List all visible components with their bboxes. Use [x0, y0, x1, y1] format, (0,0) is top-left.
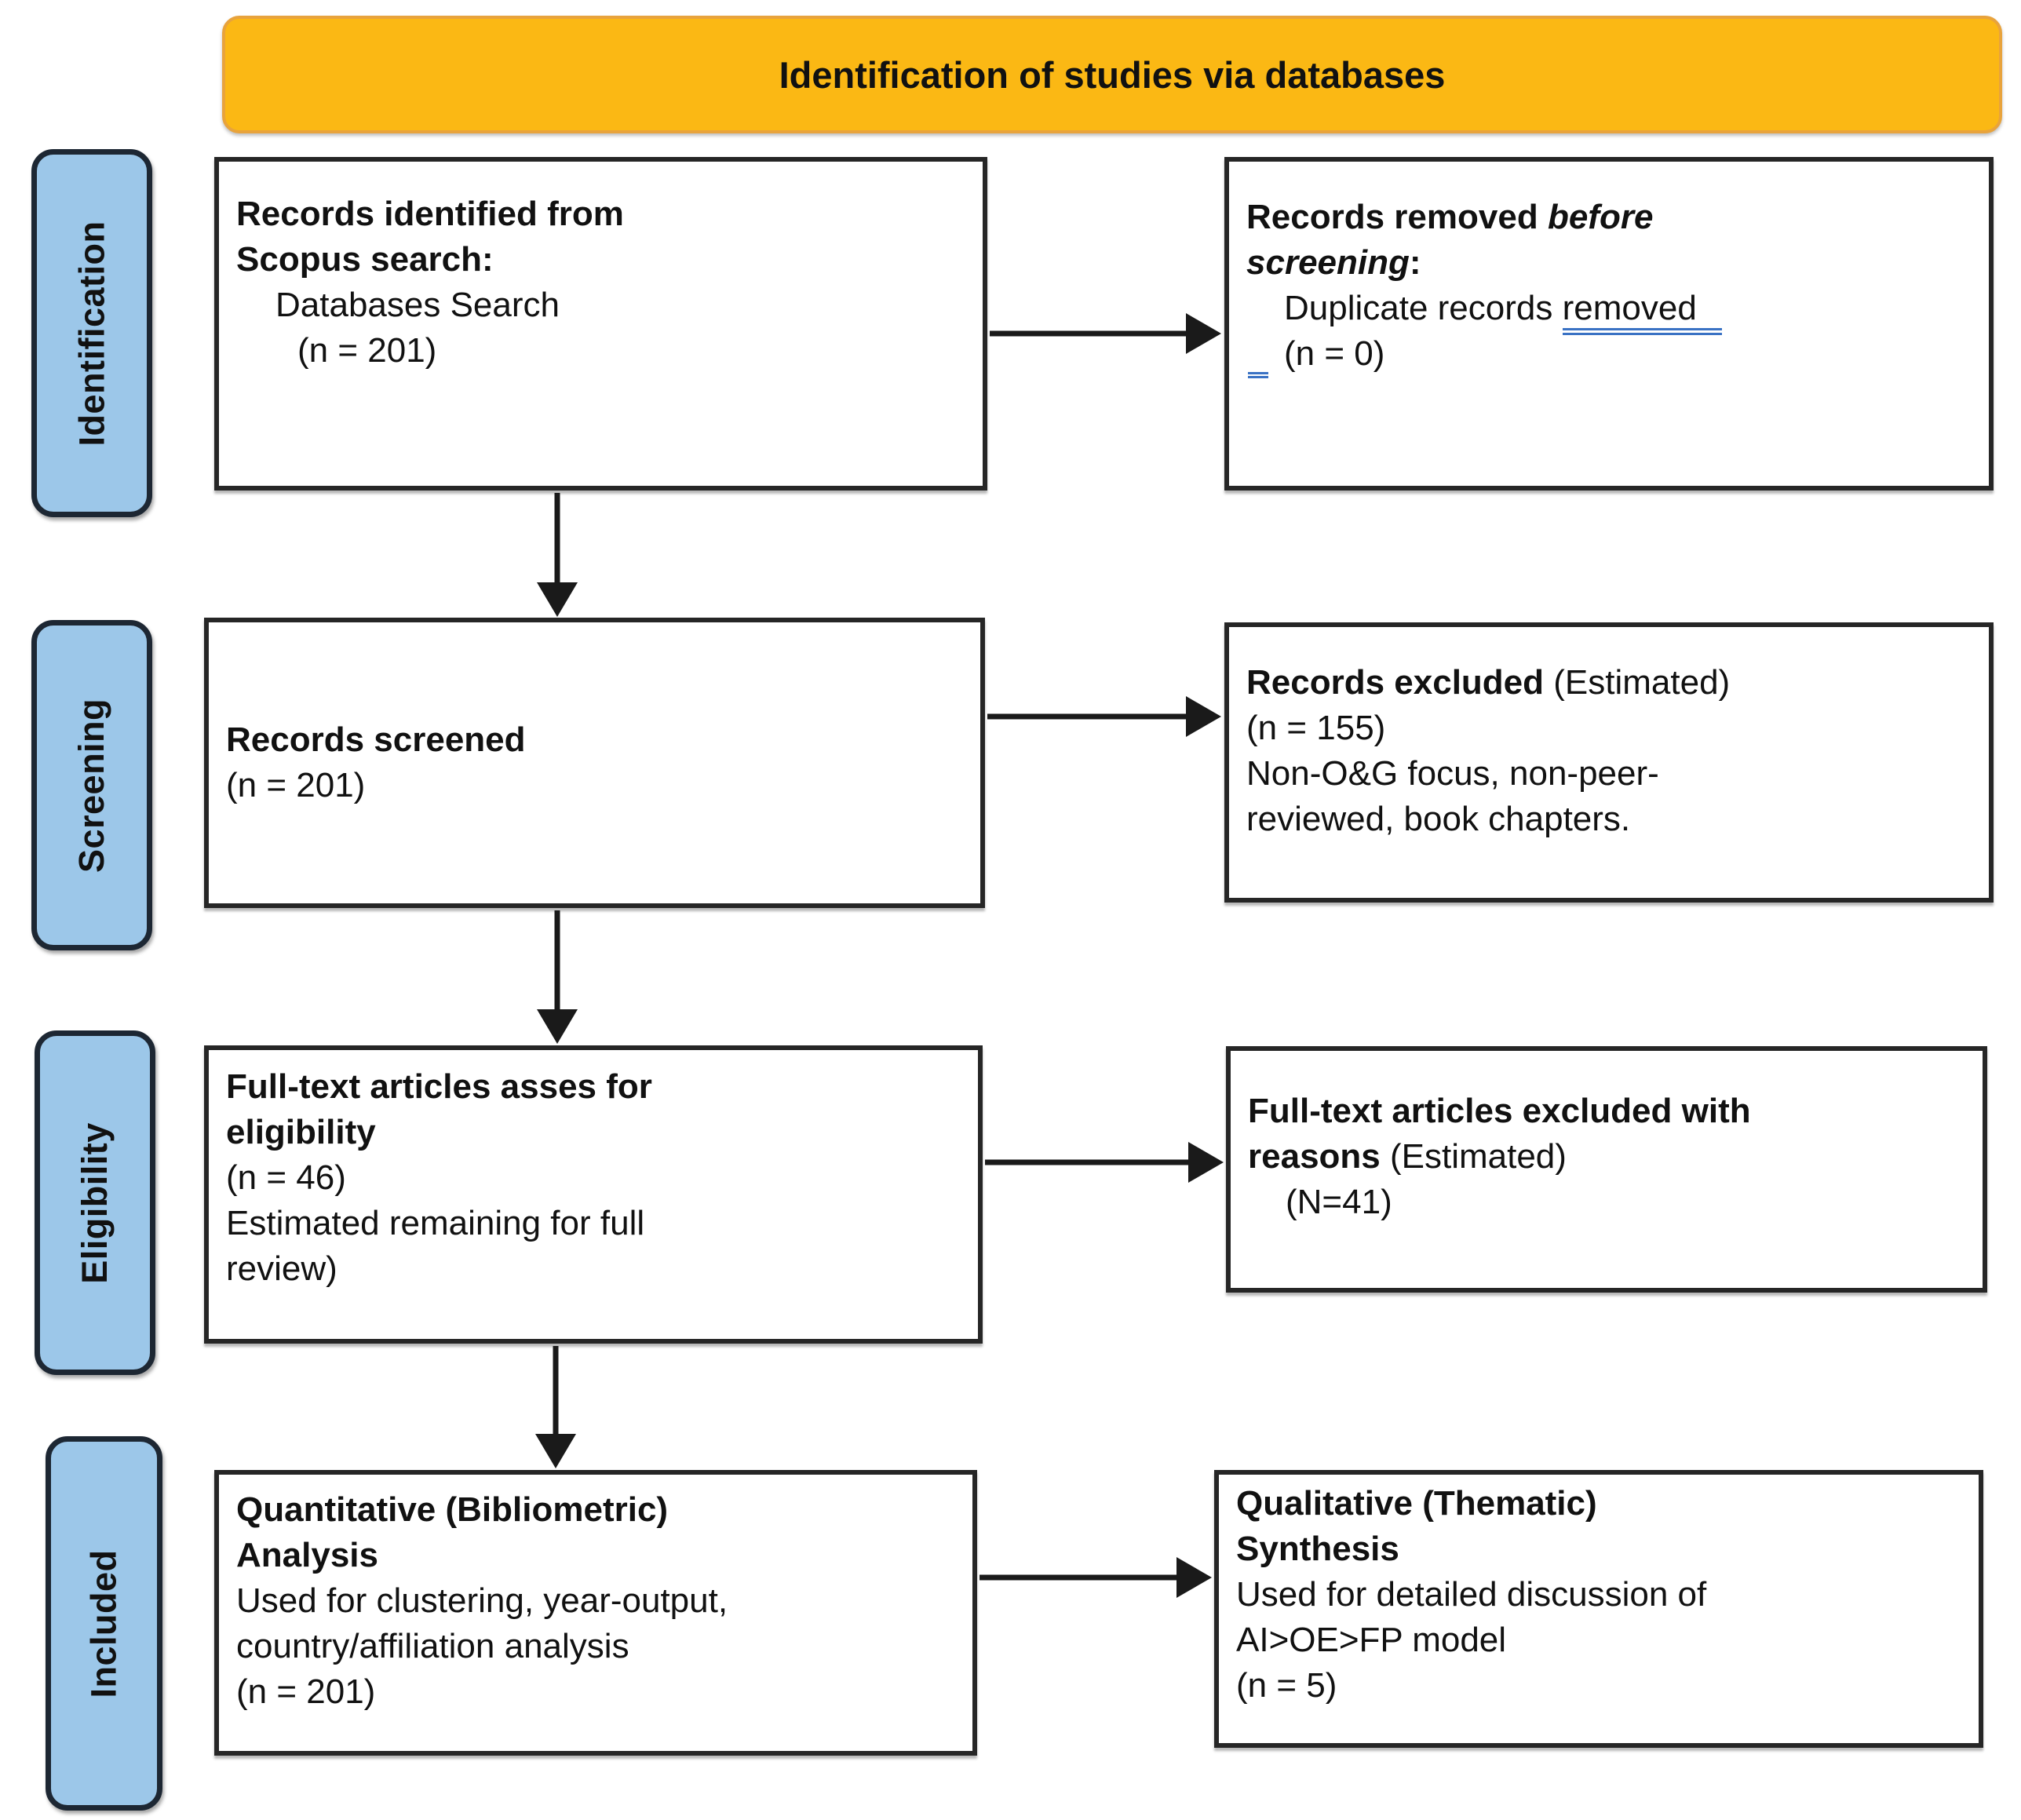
stage-eligibility: Eligibility	[35, 1030, 155, 1375]
quantitative-analysis-line: country/affiliation analysis	[236, 1627, 629, 1665]
records-removed-before-screening-line: (n = 0)	[1246, 331, 1989, 378]
records-excluded-line: Records excluded (Estimated)	[1246, 663, 1731, 702]
fulltext-assessed-line: eligibility	[226, 1113, 376, 1151]
records-screened-line: (n = 201)	[226, 766, 366, 804]
arrow-screened-to-excluded	[987, 696, 1221, 737]
qualitative-synthesis-line: AI>OE>FP model	[1236, 1621, 1507, 1659]
qualitative-synthesis-line: Used for detailed discussion of	[1236, 1575, 1707, 1614]
quantitative-analysis-line: Quantitative (Bibliometric)	[236, 1490, 669, 1529]
box-fulltext-excluded: Full-text articles excluded with reasons …	[1226, 1046, 1987, 1293]
underline-artifact	[1248, 372, 1268, 378]
quantitative-analysis-line: (n = 201)	[236, 1672, 376, 1711]
stage-identification: Identification	[31, 149, 152, 517]
fulltext-assessed-line: (n = 46)	[226, 1158, 346, 1197]
qualitative-synthesis-line: Synthesis	[1236, 1530, 1399, 1568]
box-records-excluded: Records excluded (Estimated) (n = 155) Non…	[1224, 622, 1994, 903]
fulltext-excluded-line: reasons (Estimated)	[1248, 1137, 1567, 1176]
arrow-fulltext-to-fulltext-excluded	[985, 1142, 1224, 1183]
records-identified-line: Databases Search	[275, 286, 560, 324]
records-excluded-line: reviewed, book chapters.	[1246, 800, 1631, 838]
stage-screening: Screening	[31, 620, 152, 950]
fulltext-assessed-line: Estimated remaining for full	[226, 1204, 645, 1242]
records-removed-before-screening-line: Duplicate records removed	[1246, 286, 1989, 335]
qualitative-synthesis-line: (n = 5)	[1236, 1666, 1337, 1705]
header-title: Identification of studies via databases	[779, 53, 1446, 96]
arrow-identified-to-screened	[537, 493, 578, 617]
records-identified-line: Scopus search:	[236, 240, 494, 279]
fulltext-excluded-line: Full-text articles excluded with	[1248, 1092, 1751, 1130]
arrow-identified-to-removed	[990, 313, 1221, 354]
records-excluded-line: (n = 155)	[1246, 709, 1386, 747]
arrow-fulltext-to-quantitative	[535, 1346, 576, 1468]
fulltext-assessed-line: review)	[226, 1249, 337, 1288]
records-screened-line: Records screened	[226, 720, 526, 759]
records-identified-line: (n = 201)	[297, 331, 437, 370]
records-identified-line: Records identified from	[236, 195, 624, 233]
arrow-screened-to-fulltext	[537, 910, 578, 1044]
quantitative-analysis-line: Used for clustering, year-output,	[236, 1581, 728, 1620]
box-records-screened: Records screened (n = 201)	[204, 618, 985, 908]
stage-included: Included	[46, 1436, 162, 1811]
records-removed-before-screening-line: screening:	[1246, 243, 1421, 282]
records-removed-before-screening-line: Records removed before	[1246, 198, 1654, 236]
fulltext-assessed-line: Full-text articles asses for	[226, 1067, 652, 1106]
box-fulltext-assessed: Full-text articles asses for eligibility (…	[204, 1045, 983, 1344]
fulltext-excluded-line: (N=41)	[1286, 1183, 1392, 1221]
box-records-removed: Records removed before screening: Duplicat…	[1224, 157, 1994, 491]
records-excluded-line: Non-O&G focus, non-peer-	[1246, 754, 1659, 793]
quantitative-analysis-line: Analysis	[236, 1536, 378, 1574]
arrow-quantitative-to-qualitative	[979, 1557, 1212, 1598]
qualitative-synthesis-line: Qualitative (Thematic)	[1236, 1484, 1597, 1523]
header-banner: Identification of studies via databases	[222, 16, 2002, 133]
